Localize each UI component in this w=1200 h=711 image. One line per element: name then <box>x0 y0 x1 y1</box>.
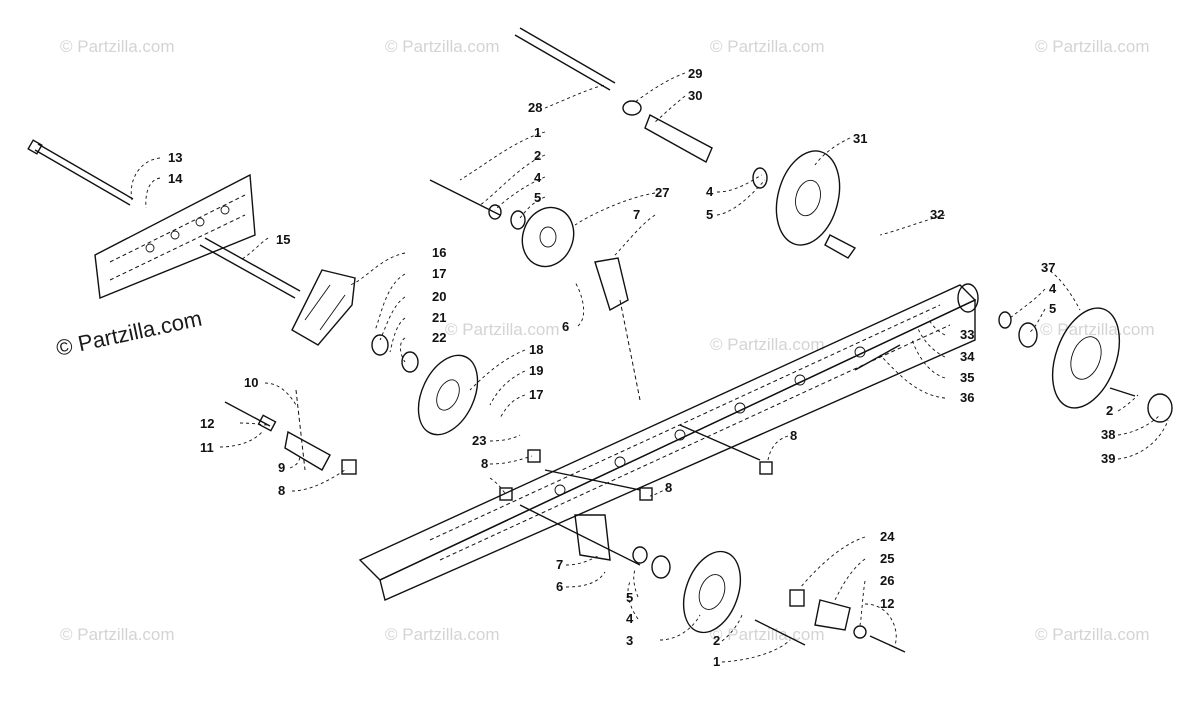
callout-10: 10 <box>244 375 258 390</box>
callout-23: 23 <box>472 433 486 448</box>
callout-15: 15 <box>276 232 290 247</box>
callout-5: 5 <box>534 190 541 205</box>
cross-shafts <box>429 179 901 646</box>
wheel-31 <box>752 150 857 259</box>
watermark: © Partzilla.com <box>710 335 825 354</box>
callout-37: 37 <box>1041 260 1055 275</box>
callout-4b: 4 <box>706 184 714 199</box>
callout-28: 28 <box>528 100 542 115</box>
watermark: © Partzilla.com <box>445 320 560 339</box>
callout-2: 2 <box>534 148 541 163</box>
callout-35: 35 <box>960 370 974 385</box>
callout-6: 6 <box>562 319 569 334</box>
callout-34: 34 <box>960 349 975 364</box>
callout-25: 25 <box>880 551 894 566</box>
wheel-3 <box>574 514 742 634</box>
callout-5b: 5 <box>706 207 713 222</box>
callout-16: 16 <box>432 245 446 260</box>
arm-25 <box>789 589 906 653</box>
callout-13: 13 <box>168 150 182 165</box>
watermark: © Partzilla.com <box>710 625 825 644</box>
callout-32: 32 <box>930 207 944 222</box>
callout-36: 36 <box>960 390 974 405</box>
callout-12b: 12 <box>880 596 894 611</box>
watermark: © Partzilla.com <box>1040 320 1155 339</box>
callout-17: 17 <box>432 266 446 281</box>
callout-29: 29 <box>688 66 702 81</box>
callout-labels: 13 14 15 16 17 20 21 22 10 12 11 9 8 18 … <box>168 66 1115 669</box>
main-rail <box>358 284 977 601</box>
callout-5d: 5 <box>626 590 633 605</box>
watermark-main: © Partzilla.com <box>54 306 204 361</box>
callout-2b: 2 <box>1106 403 1113 418</box>
callout-11: 11 <box>200 440 214 455</box>
callout-4c: 4 <box>1049 281 1057 296</box>
watermark: © Partzilla.com <box>60 625 175 644</box>
callout-2c: 2 <box>713 633 720 648</box>
arm-7-upper <box>594 257 629 312</box>
watermark: © Partzilla.com <box>1035 625 1150 644</box>
callout-24: 24 <box>880 529 895 544</box>
callout-17b: 17 <box>529 387 543 402</box>
callout-5c: 5 <box>1049 301 1056 316</box>
callout-7: 7 <box>633 207 640 222</box>
upper-shaft <box>514 27 713 163</box>
callout-14: 14 <box>168 171 183 186</box>
watermark: © Partzilla.com <box>1035 37 1150 56</box>
lower-left-fasteners <box>224 389 357 475</box>
callout-18: 18 <box>529 342 543 357</box>
callout-12: 12 <box>200 416 214 431</box>
callout-1: 1 <box>534 125 541 140</box>
bracket-16 <box>291 269 356 346</box>
left-rail-fragment <box>94 173 256 299</box>
callout-6b: 6 <box>556 579 563 594</box>
callout-1b: 1 <box>713 654 720 669</box>
callout-31: 31 <box>853 131 867 146</box>
callout-7b: 7 <box>556 557 563 572</box>
watermark: © Partzilla.com <box>385 37 500 56</box>
callout-4: 4 <box>534 170 542 185</box>
callout-8d: 8 <box>665 480 672 495</box>
callout-30: 30 <box>688 88 702 103</box>
nuts <box>499 449 773 501</box>
callout-27: 27 <box>655 185 669 200</box>
watermark: © Partzilla.com <box>710 37 825 56</box>
callout-8b: 8 <box>481 456 488 471</box>
callout-8: 8 <box>278 483 285 498</box>
watermark: © Partzilla.com <box>385 625 500 644</box>
callout-38: 38 <box>1101 427 1115 442</box>
long-bolt <box>27 139 134 206</box>
callout-20: 20 <box>432 289 446 304</box>
callout-9: 9 <box>278 460 285 475</box>
callout-26: 26 <box>880 573 894 588</box>
wheel-27 <box>488 204 575 268</box>
shaft-15 <box>199 237 301 299</box>
leader-lines <box>130 72 1169 663</box>
callout-22: 22 <box>432 330 446 345</box>
callout-19: 19 <box>529 363 543 378</box>
watermark-layer: © Partzilla.com © Partzilla.com © Partzi… <box>54 37 1155 644</box>
callout-39: 39 <box>1101 451 1115 466</box>
idler-wheel-18 <box>371 334 479 436</box>
callout-3: 3 <box>626 633 633 648</box>
callout-8c: 8 <box>790 428 797 443</box>
callout-33: 33 <box>960 327 974 342</box>
watermark: © Partzilla.com <box>60 37 175 56</box>
callout-4d: 4 <box>626 611 634 626</box>
rear-wheel-37 <box>957 283 1173 423</box>
callout-21: 21 <box>432 310 446 325</box>
